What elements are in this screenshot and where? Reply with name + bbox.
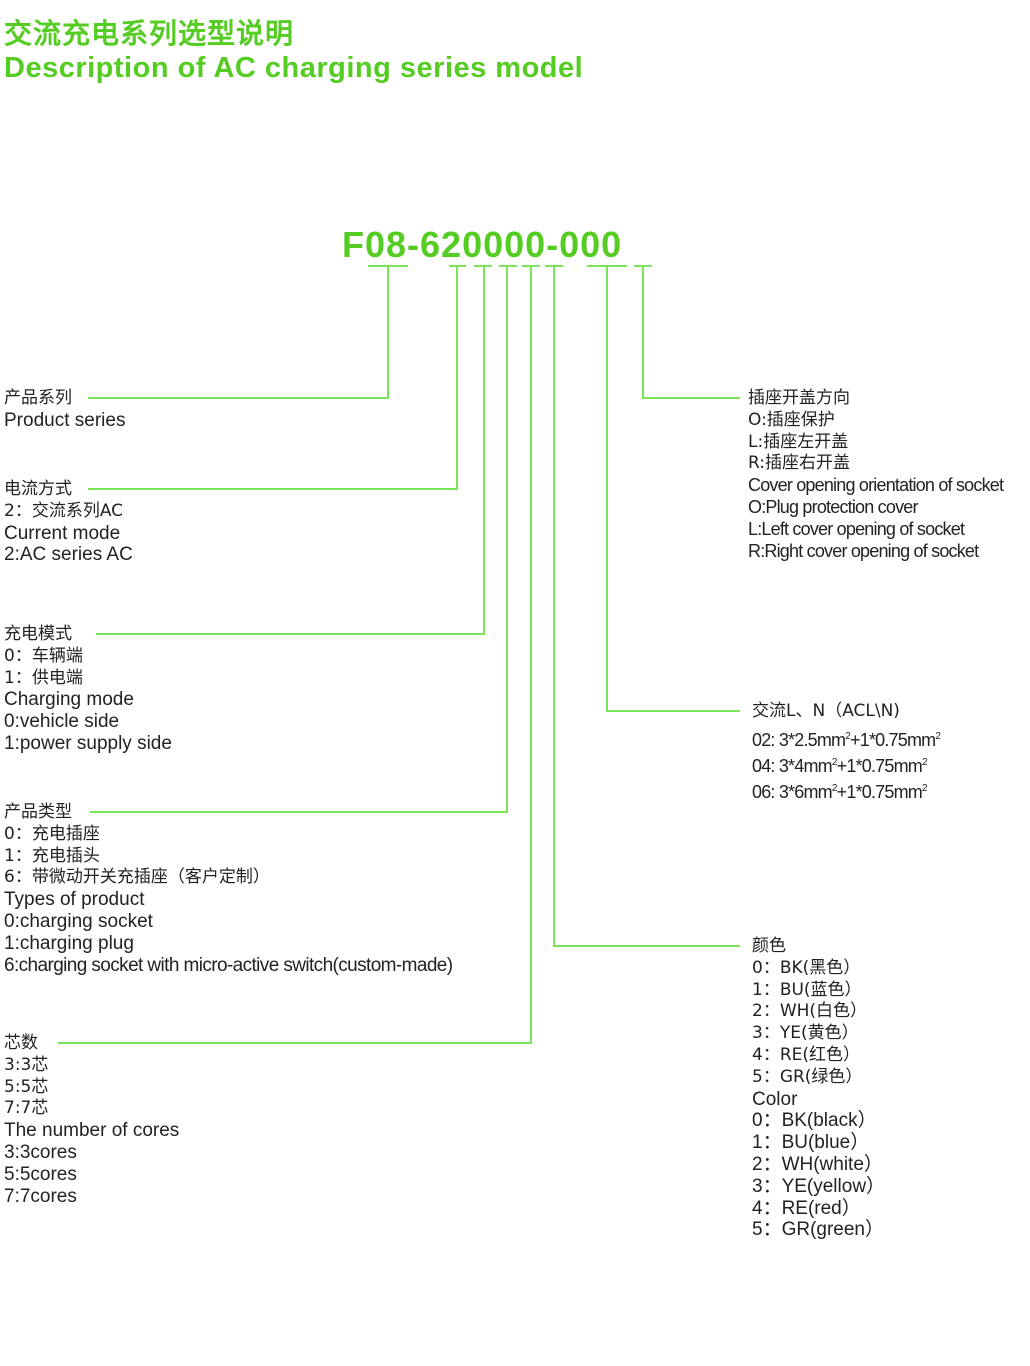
product-type-block: 产品类型 0：充电插座 1：充电插头 6：带微动开关充插座（客户定制） Type…	[4, 802, 453, 976]
color-option-0-en: 0：BK(black）	[752, 1110, 877, 1132]
color-option-5-en: 5：GR(green）	[752, 1219, 884, 1241]
charging-mode-option-0-cn: 0：车辆端	[4, 645, 83, 666]
charging-mode-option-0-en: 0:vehicle side	[4, 711, 120, 733]
color-option-4-cn: 4：RE(红色）	[752, 1044, 861, 1065]
product-type-option-6-en: 6:charging socket with micro-active swit…	[4, 954, 453, 976]
current-mode-title-en: Current mode	[4, 522, 121, 544]
wire-title: 交流L、N（ACL\N)	[752, 701, 900, 721]
leader-current-mode	[88, 266, 458, 490]
color-block: 颜色 0：BK(黑色） 1：BU(蓝色） 2：WH(白色） 3：YE(黄色） 4…	[752, 936, 885, 1241]
cores-option-5-en: 5:5cores	[4, 1163, 77, 1185]
cover-option-l-en: L:Left cover opening of socket	[748, 518, 965, 539]
charging-mode-title-en: Charging mode	[4, 689, 134, 711]
leader-charging-mode	[96, 266, 485, 635]
leader-color	[553, 266, 740, 947]
product-series-block: 产品系列 Product series	[4, 388, 125, 432]
color-title-cn: 颜色	[752, 936, 786, 956]
product-type-option-0-cn: 0：充电插座	[4, 823, 100, 844]
leader-product-series	[88, 266, 389, 399]
cores-title-cn: 芯数	[4, 1033, 38, 1053]
color-option-1-cn: 1：BU(蓝色）	[752, 979, 862, 1000]
color-option-3-en: 3：YE(yellow）	[752, 1175, 886, 1197]
cover-option-r-cn: R:插座右开盖	[748, 453, 851, 474]
product-type-option-1-en: 1:charging plug	[4, 932, 134, 954]
current-mode-title-cn: 电流方式	[4, 479, 72, 499]
cover-option-o-en: O:Plug protection cover	[748, 496, 919, 517]
cores-title-en: The number of cores	[4, 1120, 180, 1142]
color-option-0-cn: 0：BK(黑色）	[752, 957, 861, 978]
cores-option-5-cn: 5:5芯	[4, 1076, 49, 1097]
wire-option-02: 02: 3*2.5mm2+1*0.75mm2	[752, 729, 941, 750]
cores-option-3-cn: 3:3芯	[4, 1054, 49, 1075]
cores-option-3-en: 3:3cores	[4, 1141, 77, 1163]
charging-mode-title-cn: 充电模式	[4, 624, 72, 644]
product-type-title-cn: 产品类型	[4, 802, 72, 822]
cores-option-7-en: 7:7cores	[4, 1185, 77, 1207]
cores-option-7-cn: 7:7芯	[4, 1098, 49, 1119]
cover-title-en: Cover opening orientation of socket	[748, 475, 1004, 496]
current-mode-block: 电流方式 2：交流系列AC Current mode 2:AC series A…	[4, 479, 133, 566]
cover-option-l-cn: L:插座左开盖	[748, 431, 849, 452]
product-series-title-en: Product series	[4, 409, 126, 431]
charging-mode-option-1-cn: 1：供电端	[4, 667, 83, 688]
current-mode-option-cn: 2：交流系列AC	[4, 500, 124, 521]
product-type-title-en: Types of product	[4, 889, 145, 911]
color-option-5-cn: 5：GR(绿色）	[752, 1066, 863, 1087]
model-code: F08-620000-000	[342, 224, 623, 265]
wire-option-06: 06: 3*6mm2+1*0.75mm2	[752, 781, 927, 802]
color-option-4-en: 4：RE(red）	[752, 1197, 861, 1219]
product-type-option-1-cn: 1：充电插头	[4, 845, 100, 866]
leader-wire	[606, 266, 740, 712]
color-title-en: Color	[752, 1088, 798, 1110]
page-title-en: Description of AC charging series model	[4, 52, 584, 84]
leader-product-type	[90, 266, 508, 813]
color-option-1-en: 1：BU(blue）	[752, 1132, 870, 1154]
page-title-cn: 交流充电系列选型说明	[4, 17, 295, 50]
charging-mode-block: 充电模式 0：车辆端 1：供电端 Charging mode 0:vehicle…	[4, 624, 172, 755]
leader-cover	[642, 266, 740, 399]
leader-cores	[58, 266, 532, 1044]
wire-block: 交流L、N（ACL\N) 02: 3*2.5mm2+1*0.75mm2 04: …	[752, 701, 941, 805]
current-mode-option-en: 2:AC series AC	[4, 544, 133, 566]
cover-option-r-en: R:Right cover opening of socket	[748, 540, 979, 561]
wire-option-04: 04: 3*4mm2+1*0.75mm2	[752, 755, 927, 776]
color-option-3-cn: 3：YE(黄色）	[752, 1023, 859, 1044]
cover-option-o-cn: O:插座保护	[748, 409, 835, 430]
charging-mode-option-1-en: 1:power supply side	[4, 732, 172, 754]
cover-block: 插座开盖方向 O:插座保护 L:插座左开盖 R:插座右开盖 Cover open…	[748, 388, 1004, 562]
product-type-option-6-cn: 6：带微动开关充插座（客户定制）	[4, 867, 270, 888]
cover-title-cn: 插座开盖方向	[748, 388, 850, 408]
cores-block: 芯数 3:3芯 5:5芯 7:7芯 The number of cores 3:…	[4, 1033, 179, 1207]
product-series-title-cn: 产品系列	[4, 388, 72, 408]
color-option-2-en: 2：WH(white）	[752, 1153, 883, 1175]
product-type-option-0-en: 0:charging socket	[4, 910, 153, 932]
color-option-2-cn: 2：WH(白色）	[752, 1001, 868, 1022]
